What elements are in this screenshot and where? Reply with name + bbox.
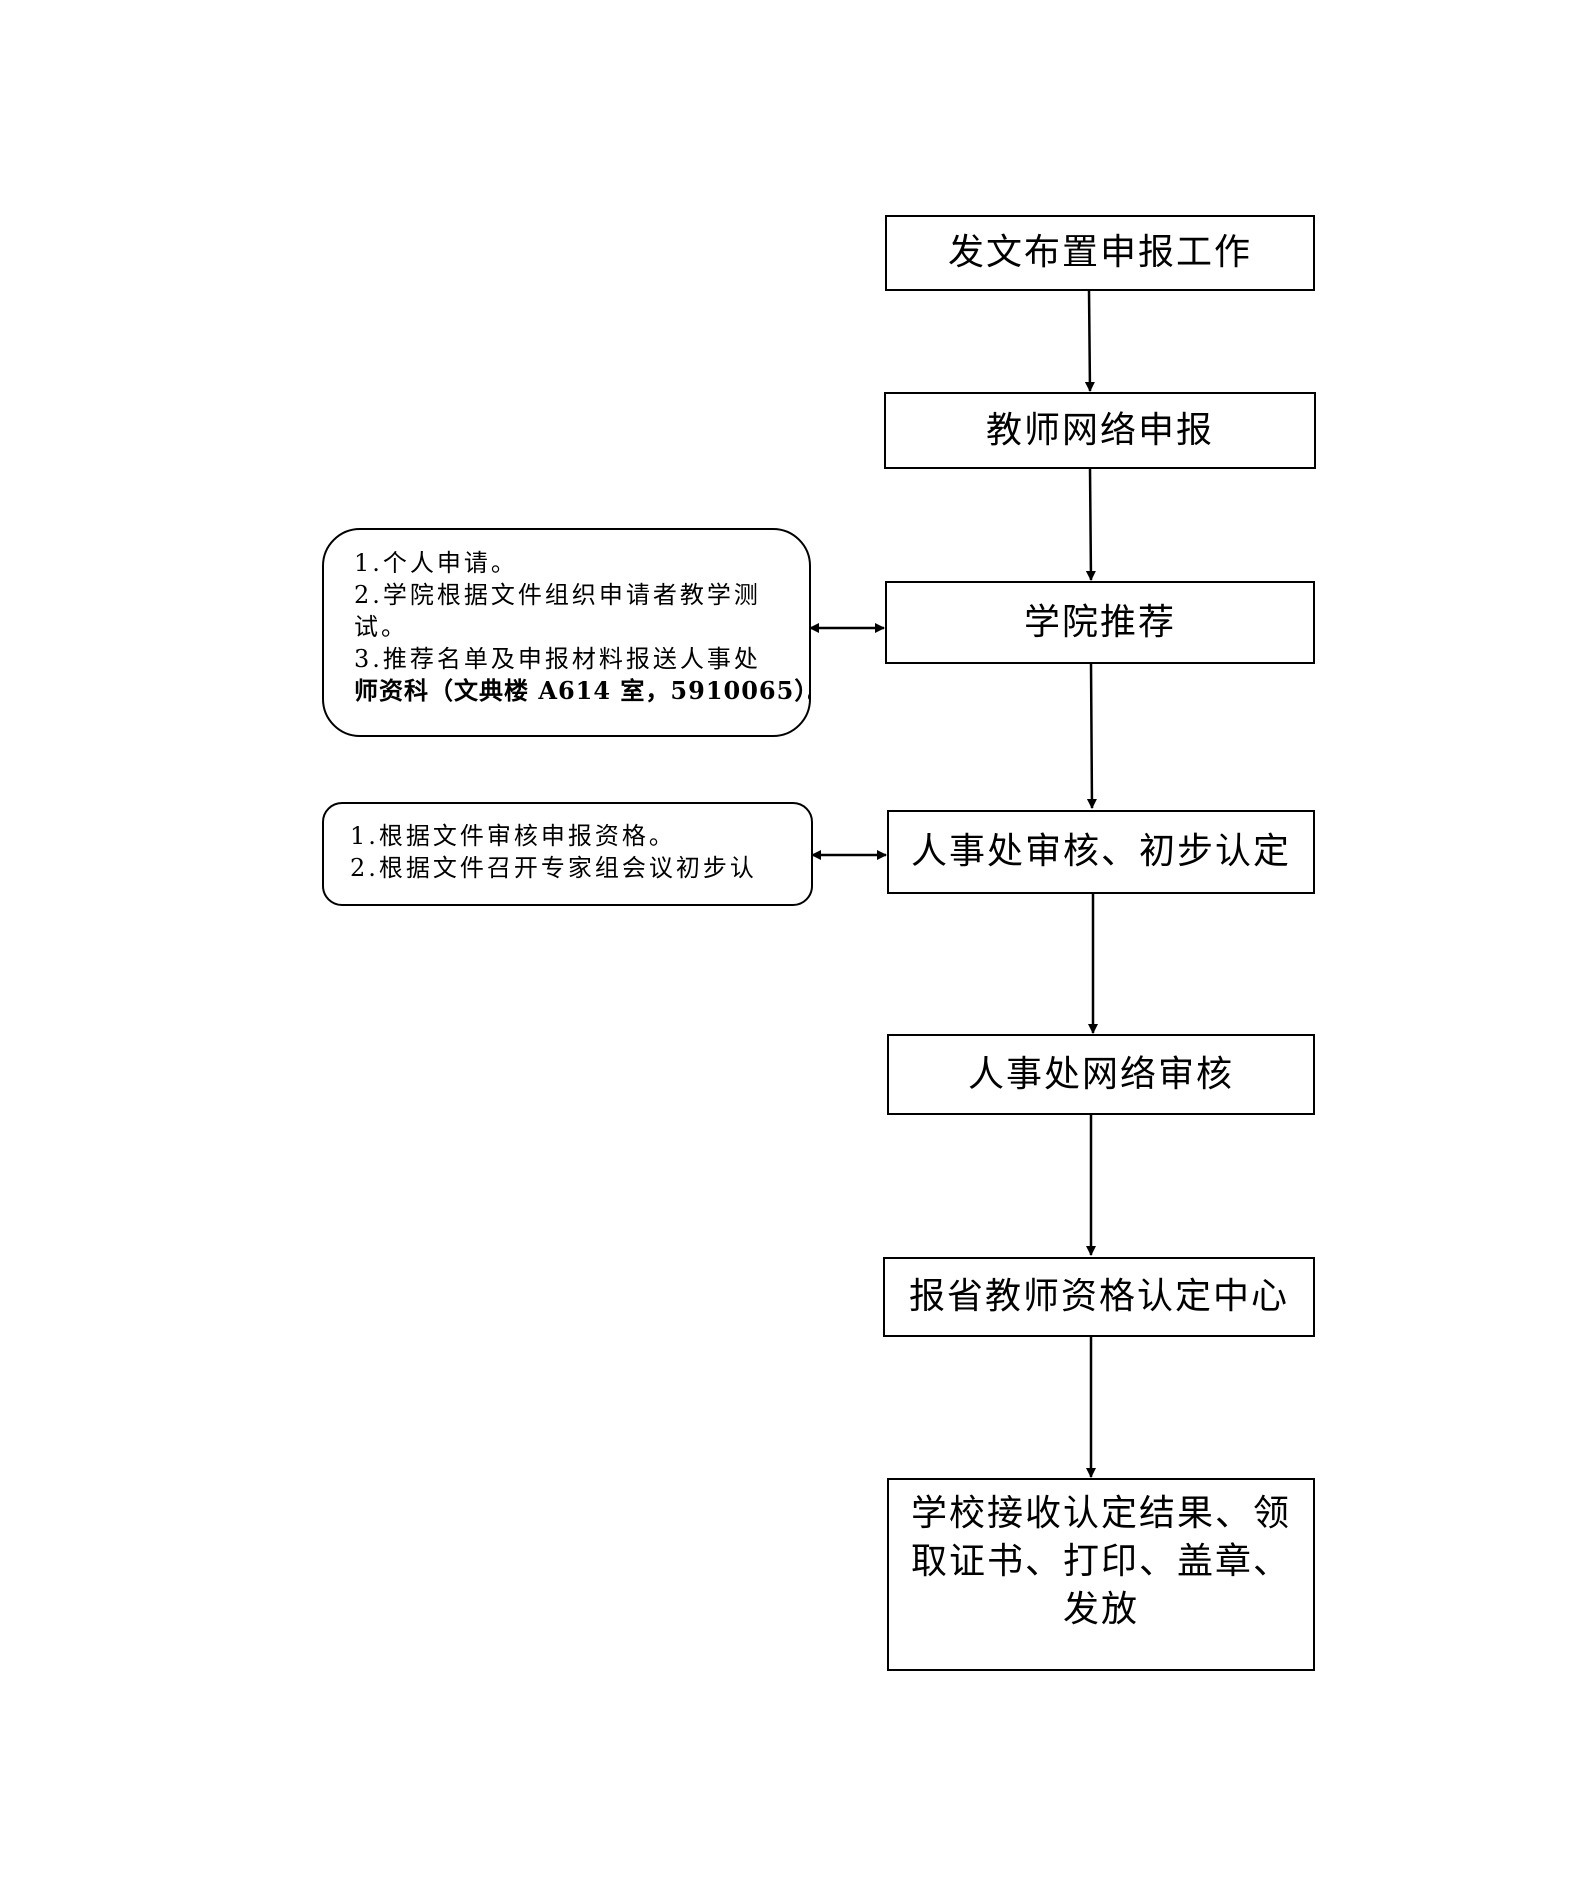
step-label: 人事处网络审核 [967,1053,1234,1095]
note-line: 1.个人申请。 [354,549,518,577]
step-publish-notice: 发文布置申报工作 [885,215,1315,291]
step-receive-results: 学校接收认定结果、领 取证书、打印、盖章、 发放 [887,1478,1315,1671]
step-label-line: 学校接收认定结果、领 [910,1493,1291,1534]
step-label: 人事处审核、初步认定 [910,831,1291,872]
arrow-step2-to-step3 [1085,467,1096,581]
step-label: 学院推荐 [1023,601,1176,643]
note-line: 3.推荐名单及申报材料报送人事处 [354,645,761,673]
step-label: 发文布置申报工作 [947,232,1252,273]
note-hr-details: 1.根据文件审核申报资格。 2.根据文件召开专家组会议初步认 [322,802,813,906]
step-label: 报省教师资格认定中心 [908,1276,1289,1317]
step-college-recommendation: 学院推荐 [885,581,1315,664]
arrow-step3-to-step4 [1086,662,1097,809]
note-line: 试。 [354,613,408,641]
step-online-application: 教师网络申报 [884,392,1316,469]
arrow-step1-to-step2 [1084,289,1095,392]
note-line: 2.学院根据文件组织申请者教学测 [354,581,761,609]
step-submit-province: 报省教师资格认定中心 [883,1257,1315,1337]
step-label: 教师网络申报 [985,409,1214,451]
note-line: 1.根据文件审核申报资格。 [350,822,676,850]
step-label-block: 学校接收认定结果、领 取证书、打印、盖章、 发放 [911,1490,1291,1634]
step-label-line: 取证书、打印、盖章、 [910,1541,1291,1582]
note-college-details: 1.个人申请。 2.学院根据文件组织申请者教学测 试。 3.推荐名单及申报材料报… [322,528,811,737]
note-line: 2.根据文件召开专家组会议初步认 [350,854,757,882]
step-hr-online-review: 人事处网络审核 [887,1034,1315,1115]
step-hr-review: 人事处审核、初步认定 [887,810,1315,894]
note-line: 师资科（文典楼 A614 室，5910065）。 [354,676,811,705]
step-label-line: 发放 [1062,1589,1139,1630]
